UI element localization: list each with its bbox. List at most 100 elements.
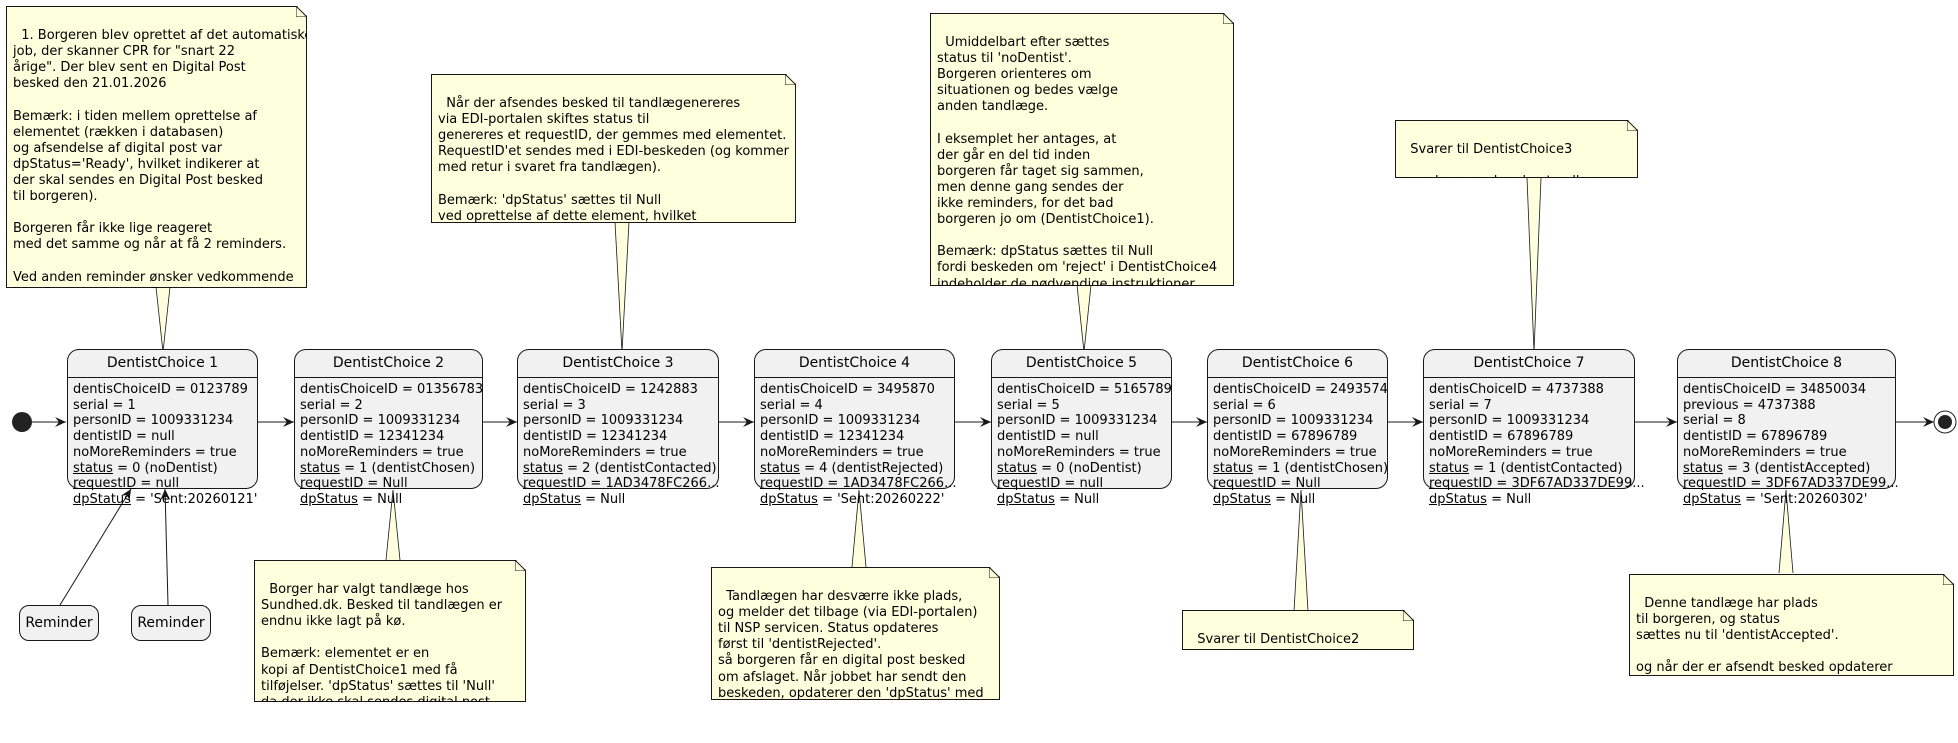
- state-dentist-choice-3[interactable]: DentistChoice 3 dentisChoiceID = 1242883…: [517, 349, 720, 507]
- field-value: 3 (dentistAccepted): [1742, 460, 1871, 476]
- state-field-dentistID: dentistID = 12341234: [300, 429, 445, 445]
- state-field-requestID: requestID = 1AD3478FC266...: [760, 476, 957, 492]
- state-field-dpStatus: dpStatus = 'Sent:20260121': [73, 491, 258, 507]
- note-text: Tandlægen har desværre ikke plads, og me…: [718, 589, 984, 717]
- field-value: 0 (noDentist): [1056, 460, 1142, 476]
- field-key: dentistID: [523, 429, 582, 445]
- field-key: noMoreReminders: [1213, 444, 1331, 460]
- field-key: serial: [523, 397, 559, 413]
- field-value: 1009331234: [150, 413, 234, 429]
- field-key: dpStatus: [73, 491, 131, 507]
- note-fold-icon: [515, 560, 526, 571]
- field-value: 12341234: [378, 429, 445, 445]
- field-value: 3495870: [877, 382, 935, 397]
- state-field-serial: serial = 5: [997, 397, 1060, 413]
- state-title: DentistChoice 4: [755, 350, 954, 378]
- state-field-dentisChoiceID: dentisChoiceID = 4737388: [1429, 382, 1604, 397]
- state-field-dentisChoiceID: dentisChoiceID = 2493574: [1213, 382, 1388, 397]
- field-value: 1 (dentistChosen): [1272, 460, 1389, 476]
- field-key: dentisChoiceID: [523, 382, 621, 397]
- note-fold-icon: [1223, 13, 1234, 24]
- note-dentist-choice-6: Svarer til DentistChoice2 men bare med a…: [1182, 610, 1414, 650]
- field-value: 67896789: [1761, 429, 1828, 445]
- field-value: 7: [1483, 397, 1492, 413]
- reminder-state-1[interactable]: Reminder: [19, 605, 99, 641]
- state-field-dentistID: dentistID = 67896789: [1213, 429, 1358, 445]
- field-key: dentisChoiceID: [300, 382, 398, 397]
- field-value: 'Sent:20260302': [1760, 491, 1868, 507]
- state-field-dentistID: dentistID = 67896789: [1683, 429, 1828, 445]
- field-key: status: [1213, 460, 1253, 476]
- field-key: dentistID: [997, 429, 1056, 445]
- state-dentist-choice-6[interactable]: DentistChoice 6 dentisChoiceID = 2493574…: [1207, 349, 1389, 507]
- field-value: 4 (dentistRejected): [819, 460, 944, 476]
- field-key: status: [300, 460, 340, 476]
- state-field-status: status = 1 (dentistChosen): [1213, 460, 1389, 476]
- state-field-personID: personID = 1009331234: [1213, 413, 1374, 429]
- field-value: 1009331234: [1506, 413, 1590, 429]
- end-node-dot: [1938, 415, 1952, 429]
- state-field-requestID: requestID = 1AD3478FC266...: [523, 476, 720, 492]
- field-key: status: [997, 460, 1037, 476]
- field-key: dentisChoiceID: [1429, 382, 1527, 397]
- field-value: Null: [600, 491, 626, 507]
- state-dentist-choice-2[interactable]: DentistChoice 2 dentisChoiceID = 0135678…: [294, 349, 483, 507]
- state-field-dentistID: dentistID = 12341234: [760, 429, 905, 445]
- state-field-dentisChoiceID: dentisChoiceID = 5165789: [997, 382, 1172, 397]
- note-connector-2: [385, 489, 401, 561]
- state-field-status: status = 2 (dentistContacted): [523, 460, 717, 476]
- field-key: personID: [73, 413, 132, 429]
- field-key: requestID: [997, 476, 1061, 492]
- field-value: null: [1075, 429, 1099, 445]
- field-key: dpStatus: [1213, 491, 1271, 507]
- state-dentist-choice-7[interactable]: DentistChoice 7 dentisChoiceID = 4737388…: [1423, 349, 1645, 507]
- field-value: true: [1819, 444, 1847, 460]
- field-value: 3DF67AD337DE99...: [1511, 476, 1645, 492]
- state-field-serial: serial = 3: [523, 397, 586, 413]
- reminder-state-2[interactable]: Reminder: [131, 605, 211, 641]
- field-key: noMoreReminders: [760, 444, 878, 460]
- field-value: 12341234: [838, 429, 905, 445]
- field-value: 2: [354, 397, 363, 413]
- state-dentist-choice-5[interactable]: DentistChoice 5 dentisChoiceID = 5165789…: [991, 349, 1172, 507]
- field-value: 3: [577, 397, 586, 413]
- field-key: dentistID: [1683, 429, 1742, 445]
- field-key: noMoreReminders: [523, 444, 641, 460]
- state-dentist-choice-8[interactable]: DentistChoice 8 dentisChoiceID = 3485003…: [1677, 349, 1899, 507]
- state-dentist-choice-4[interactable]: DentistChoice 4 dentisChoiceID = 3495870…: [754, 349, 956, 507]
- note-dentist-choice-4: Tandlægen har desværre ikke plads, og me…: [711, 567, 1000, 700]
- field-value: true: [209, 444, 237, 460]
- field-value: Null: [1290, 491, 1316, 507]
- state-field-status: status = 3 (dentistAccepted): [1683, 460, 1871, 476]
- state-field-dentistID: dentistID = 12341234: [523, 429, 668, 445]
- field-key: personID: [760, 413, 819, 429]
- state-field-personID: personID = 1009331234: [760, 413, 921, 429]
- state-field-noMoreReminders: noMoreReminders = true: [523, 444, 687, 460]
- field-key: dentistID: [300, 429, 359, 445]
- field-key: requestID: [1683, 476, 1747, 492]
- field-value: 34850034: [1800, 382, 1867, 397]
- field-value: 1 (dentistContacted): [1488, 460, 1623, 476]
- field-key: dentisChoiceID: [760, 382, 858, 397]
- state-field-requestID: requestID = null: [997, 476, 1104, 492]
- state-field-serial: serial = 2: [300, 397, 363, 413]
- state-field-dpStatus: dpStatus = Null: [300, 491, 403, 507]
- field-key: status: [760, 460, 800, 476]
- field-value: 4: [814, 397, 823, 413]
- field-key: noMoreReminders: [300, 444, 418, 460]
- field-value: 1009331234: [837, 413, 921, 429]
- state-field-requestID: requestID = 3DF67AD337DE99...: [1429, 476, 1645, 492]
- state-field-noMoreReminders: noMoreReminders = true: [1429, 444, 1593, 460]
- field-key: requestID: [760, 476, 824, 492]
- field-key: dentisChoiceID: [73, 382, 171, 397]
- field-key: dentisChoiceID: [1213, 382, 1311, 397]
- field-key: status: [523, 460, 563, 476]
- state-dentist-choice-1[interactable]: DentistChoice 1 dentisChoiceID = 0123789…: [67, 349, 258, 507]
- state-field-dpStatus: dpStatus = Null: [523, 491, 626, 507]
- state-title: DentistChoice 1: [68, 350, 257, 378]
- state-field-noMoreReminders: noMoreReminders = true: [300, 444, 464, 460]
